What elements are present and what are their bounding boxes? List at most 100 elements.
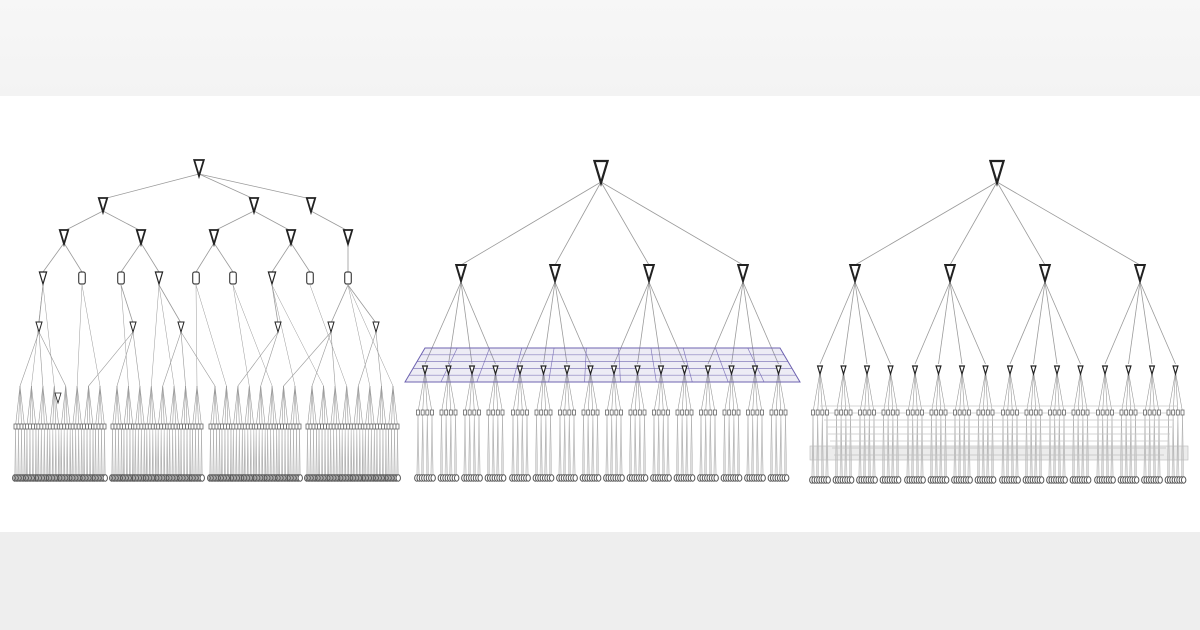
inner-node — [1175, 409, 1180, 416]
inner-node — [31, 423, 35, 430]
inner-node — [416, 409, 420, 416]
edge — [173, 385, 176, 427]
inner-node — [245, 423, 250, 430]
edge — [42, 284, 55, 387]
inner-node — [1096, 409, 1100, 416]
leaf-node — [967, 476, 973, 484]
inner-node — [486, 409, 491, 416]
edge — [866, 371, 870, 413]
edge — [120, 284, 134, 324]
inner-node — [680, 409, 685, 416]
inner-node — [1052, 409, 1057, 416]
edge — [471, 371, 480, 413]
plane-gridline — [512, 347, 523, 383]
edge — [559, 371, 568, 413]
edge — [1044, 281, 1081, 365]
leaf-node — [1110, 476, 1116, 484]
inner-node — [1080, 409, 1085, 416]
inner-node — [340, 423, 345, 430]
leaf-node — [199, 474, 205, 482]
inner-node — [525, 409, 529, 416]
inner-node — [1048, 409, 1052, 416]
inner-node — [590, 409, 595, 416]
inner-node — [196, 423, 201, 430]
edge — [812, 371, 821, 413]
edge — [564, 371, 568, 413]
inner-node — [444, 409, 449, 416]
edge — [116, 331, 134, 387]
edge — [19, 385, 22, 427]
inner-node — [122, 423, 126, 430]
edge — [935, 371, 939, 413]
inner-node — [1119, 409, 1124, 416]
edge — [554, 281, 591, 365]
edge — [19, 385, 25, 427]
edge — [887, 371, 891, 413]
edge — [843, 281, 856, 365]
edge — [1151, 371, 1155, 413]
inner-node — [834, 409, 839, 416]
inner-node — [395, 423, 400, 430]
edge — [890, 371, 898, 413]
edge — [258, 385, 262, 427]
edge — [648, 281, 685, 365]
edge — [613, 371, 622, 413]
triangle-node — [35, 321, 43, 334]
inner-node — [722, 409, 727, 416]
edge — [214, 385, 220, 427]
inner-node — [848, 409, 853, 416]
edge — [566, 371, 575, 413]
edge — [854, 181, 998, 266]
edge — [600, 181, 650, 266]
edge — [590, 371, 598, 413]
inner-node — [581, 409, 586, 416]
inner-node — [73, 423, 78, 430]
edge — [31, 385, 37, 427]
edge — [747, 371, 756, 413]
leaf-node — [395, 474, 401, 482]
edge — [707, 371, 711, 413]
triangle-node — [421, 365, 429, 377]
edge — [836, 371, 844, 413]
inner-node — [910, 409, 915, 416]
inner-node — [890, 409, 895, 416]
inner-node — [684, 409, 689, 416]
inner-node — [637, 409, 642, 416]
inner-node — [346, 423, 351, 430]
triangle-node — [610, 365, 618, 377]
edge — [707, 371, 716, 413]
inner-node — [59, 423, 64, 430]
edge — [160, 385, 164, 427]
edge — [173, 385, 179, 427]
edge — [341, 385, 348, 427]
triangle-node — [587, 365, 594, 377]
inner-node — [190, 423, 195, 430]
edge — [232, 284, 250, 387]
triangle-node — [267, 271, 277, 287]
inner-node — [133, 423, 138, 430]
edge — [128, 385, 134, 427]
inner-node — [755, 409, 760, 416]
edge — [543, 281, 556, 365]
edge — [253, 210, 292, 232]
edge — [42, 385, 45, 427]
edge — [135, 385, 141, 427]
inner-node — [1171, 409, 1176, 416]
inner-node — [271, 423, 276, 430]
triangle-node — [1030, 365, 1037, 377]
inner-node — [472, 409, 477, 416]
inner-node — [1143, 409, 1147, 416]
inner-node — [448, 409, 453, 416]
leaf-node — [872, 476, 878, 484]
inner-node — [675, 409, 680, 416]
inner-node — [136, 423, 141, 430]
edge — [754, 371, 763, 413]
inner-node — [13, 423, 18, 430]
edge — [365, 385, 371, 427]
inner-node — [689, 409, 694, 416]
inner-node — [990, 409, 995, 416]
inner-node — [895, 409, 900, 416]
inner-node — [156, 423, 161, 430]
edge — [606, 371, 615, 413]
triangle-node — [1172, 365, 1179, 377]
